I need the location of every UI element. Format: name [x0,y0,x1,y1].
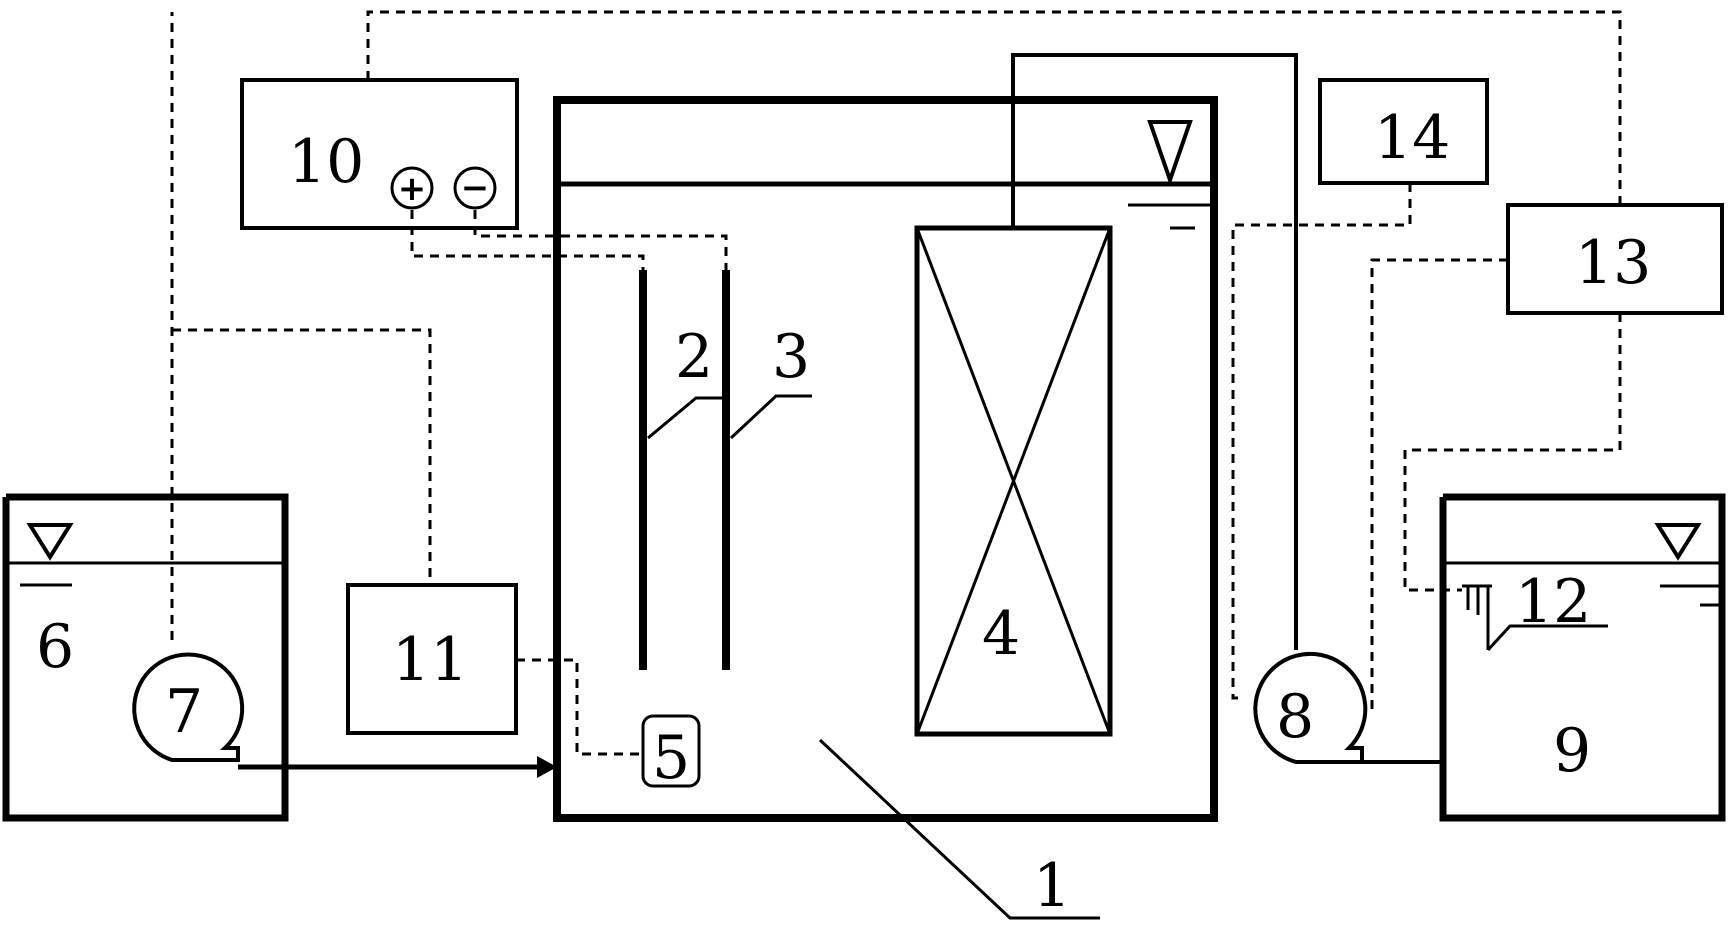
signal-line-anode [410,210,645,270]
feed-pump-label: 7 [165,677,203,747]
suction-pump-label: 8 [1276,682,1314,752]
feed-tank-water-level-icon [26,523,74,561]
positive-terminal-symbol: + [398,169,427,209]
level-sensor-label: 12 [1515,567,1591,637]
controller-14-box [1318,78,1489,185]
power-supply-box [240,78,519,230]
suction-pump [1253,651,1368,764]
controller-14-label: 14 [1374,103,1450,173]
negative-terminal-symbol: − [461,168,490,208]
sensor-5-label: 5 [652,723,690,793]
reactor-tank [553,96,1218,822]
level-sensor-icon [1462,584,1608,652]
signal-line-11-to-feed-pump [172,328,432,585]
anode-label: 2 [675,322,713,392]
feed-tank-label: 6 [36,612,74,682]
signal-line-13-to-pump [1370,258,1508,715]
reactor-leader-line [818,738,1100,920]
positive-terminal-icon [390,166,434,210]
feed-pump [132,652,245,762]
permeate-tank [1439,493,1726,822]
cathode-leader-line [729,394,812,440]
membrane-cross-b [915,227,1112,735]
anode-leader-line [647,396,730,440]
reactor-water-level-icon [1147,120,1193,187]
feed-pipe-arrow-icon [537,756,557,778]
power-supply-label: 10 [288,127,364,197]
controller-13-label: 13 [1575,228,1651,298]
reactor-label: 1 [1033,851,1071,921]
cathode-label: 3 [772,322,810,392]
controller-11-label: 11 [392,625,468,695]
sensor-5 [641,714,701,788]
signal-line-11-to-sensor [516,658,643,756]
permeate-pipe-from-module [1011,53,1298,650]
negative-terminal-icon [453,166,497,210]
permeate-tank-label: 9 [1553,716,1591,786]
signal-line-13-to-level-sensor [1403,313,1622,592]
permeate-tank-water-level-icon [1654,523,1702,561]
signal-line-power-to-13 [366,10,1622,205]
membrane-module-label: 4 [982,599,1020,669]
signal-line-cathode [473,210,728,270]
feed-tank [2,493,289,822]
signal-line-14-to-pump [1231,183,1412,700]
